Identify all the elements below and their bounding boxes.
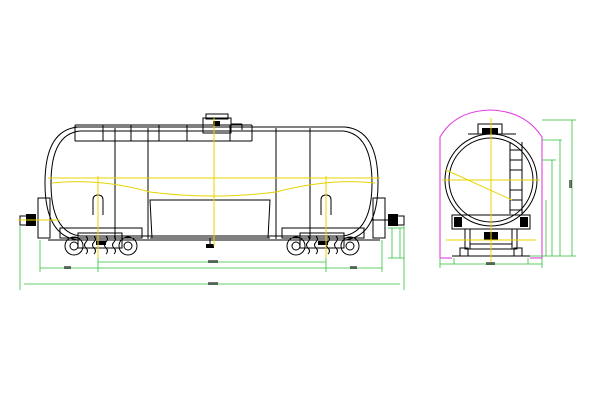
drain-valve	[206, 238, 214, 248]
end-ladder	[509, 142, 523, 214]
couplers	[19, 214, 405, 226]
dome	[202, 113, 243, 134]
end-centerlines	[442, 118, 540, 262]
tank-barrel	[44, 126, 379, 241]
loading-gauge-outline	[439, 109, 543, 258]
end-dimensions	[439, 119, 576, 268]
left-bogie	[59, 227, 143, 256]
side-elevation-view	[18, 113, 405, 290]
end-elevation-view	[439, 109, 576, 268]
end-platforms	[37, 194, 386, 239]
side-dimensions	[19, 226, 405, 290]
side-centerlines	[18, 118, 380, 258]
right-bogie	[281, 227, 365, 256]
